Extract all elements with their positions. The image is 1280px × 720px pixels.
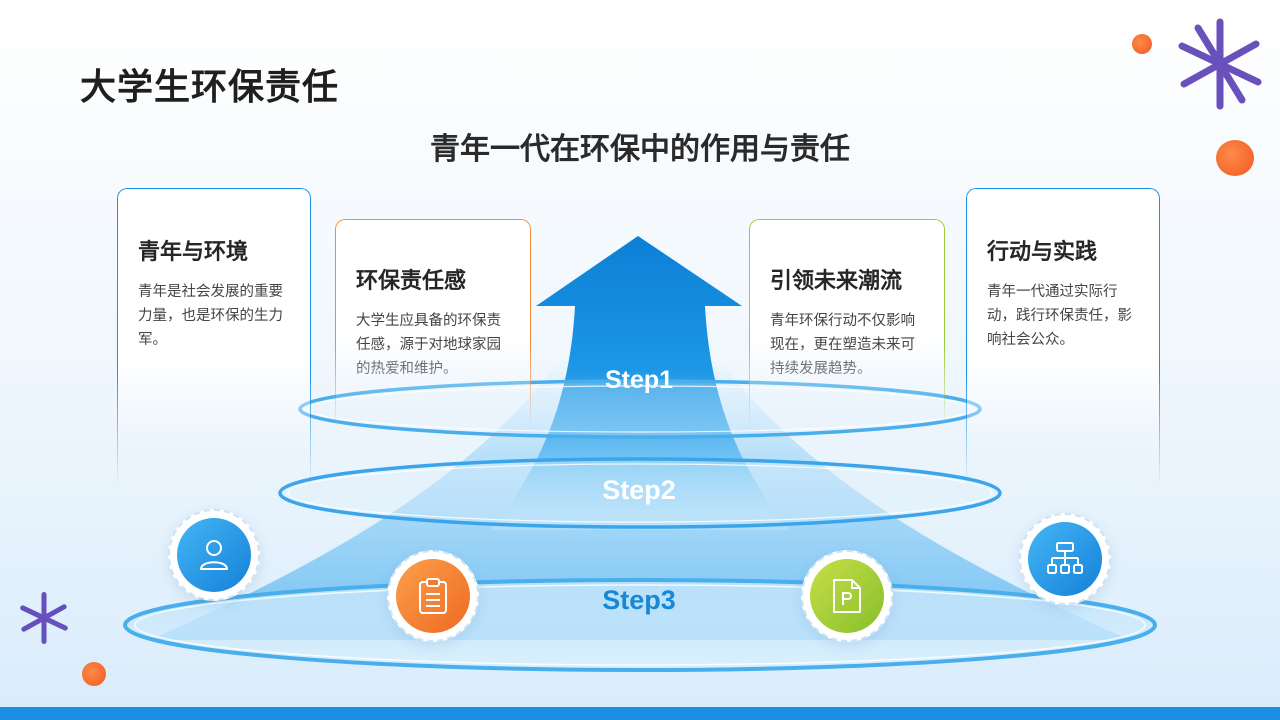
slide-title: 大学生环保责任 xyxy=(80,67,340,108)
purple-starburst-icon xyxy=(1178,18,1262,110)
orange-dot-large xyxy=(1216,140,1254,176)
hierarchy-icon-badge xyxy=(1019,513,1111,605)
card-text: 大学生应具备的环保责任感，源于对地球家园的热爱和维护。 xyxy=(356,313,501,377)
info-card-youth-environment: 青年与环境 青年是社会发展的重要力量，也是环保的生力军。 xyxy=(117,188,311,488)
step-label-2: Step2 xyxy=(602,475,676,505)
info-card-future-trend: 引领未来潮流 青年环保行动不仅影响现在，更在塑造未来可持续发展趋势。 xyxy=(749,219,945,429)
card-title: 青年与环境 xyxy=(138,240,249,265)
person-icon xyxy=(200,540,228,570)
person-icon-badge xyxy=(168,509,260,601)
info-card-action-practice: 行动与实践 青年一代通过实际行动，践行环保责任，影响社会公众。 xyxy=(966,188,1160,488)
purple-starburst-small-icon xyxy=(20,591,68,645)
bottom-accent-bar xyxy=(0,707,1280,720)
slide-subtitle: 青年一代在环保中的作用与责任 xyxy=(430,132,850,167)
card-title: 环保责任感 xyxy=(356,269,467,294)
orange-dot-small xyxy=(82,662,106,686)
hierarchy-icon xyxy=(1047,542,1083,574)
step-label-1: Step1 xyxy=(604,366,674,394)
up-arrow xyxy=(490,236,790,530)
card-text: 青年环保行动不仅影响现在，更在塑造未来可持续发展趋势。 xyxy=(770,313,915,377)
platform-step2 xyxy=(278,457,1002,529)
card-title: 引领未来潮流 xyxy=(770,269,903,294)
info-card-responsibility: 环保责任感 大学生应具备的环保责任感，源于对地球家园的热爱和维护。 xyxy=(335,219,531,429)
orange-dot xyxy=(1132,34,1152,54)
step-label-3: Step3 xyxy=(602,585,676,615)
card-text: 青年一代通过实际行动，践行环保责任，影响社会公众。 xyxy=(987,284,1132,348)
clipboard-icon xyxy=(419,578,447,614)
card-title: 行动与实践 xyxy=(987,240,1098,265)
clipboard-icon-badge xyxy=(387,550,479,642)
document-p-icon xyxy=(833,579,861,613)
card-text: 青年是社会发展的重要力量，也是环保的生力军。 xyxy=(138,284,283,348)
platform-step3 xyxy=(123,578,1157,672)
document-p-icon-badge xyxy=(801,550,893,642)
